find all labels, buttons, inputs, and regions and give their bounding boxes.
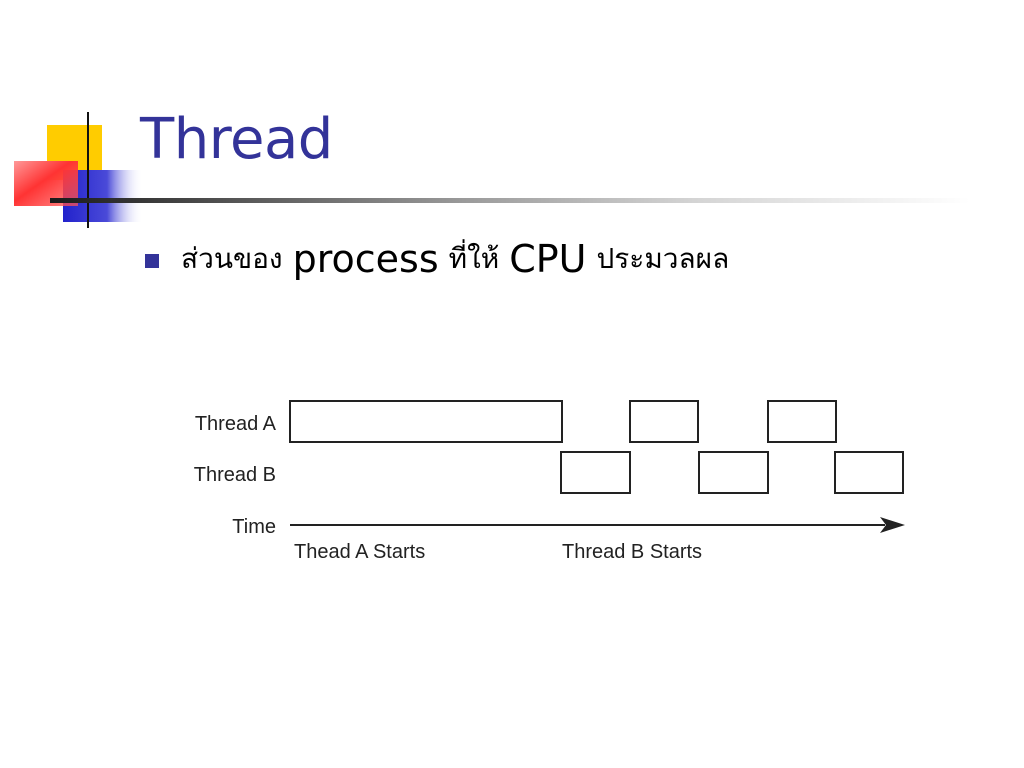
title-decoration bbox=[14, 112, 143, 228]
slide-title: Thread bbox=[140, 107, 333, 172]
time-arrow-icon bbox=[880, 517, 905, 533]
thread-b-block-2 bbox=[698, 451, 769, 494]
time-label: Time bbox=[232, 516, 276, 538]
thread-a-starts-label: Thead A Starts bbox=[294, 541, 425, 563]
thread-b-starts-label: Thread B Starts bbox=[562, 541, 702, 563]
thread-a-block-3 bbox=[767, 400, 837, 443]
bullet-text-3: ที่ให้ bbox=[448, 242, 500, 275]
thread-b-block-3 bbox=[834, 451, 904, 494]
bullet-icon bbox=[145, 254, 159, 268]
thread-b-block-1 bbox=[560, 451, 631, 494]
bullet-text-2: process bbox=[292, 237, 439, 281]
bullet-item: ส่วนของ process ที่ให้ CPU ประมวลผล bbox=[145, 234, 729, 284]
thread-timeline-diagram: Thread A Thread B Time Thead A Starts Th… bbox=[194, 400, 905, 563]
thread-b-label: Thread B bbox=[194, 464, 276, 486]
bullet-text-1: ส่วนของ bbox=[181, 242, 283, 275]
thread-a-block-1 bbox=[289, 400, 563, 443]
title-rule bbox=[50, 198, 970, 203]
thread-a-label: Thread A bbox=[195, 413, 277, 435]
bullet-text-4: CPU bbox=[509, 237, 587, 281]
bullet-text-5: ประมวลผล bbox=[596, 242, 730, 275]
thread-a-block-2 bbox=[629, 400, 699, 443]
